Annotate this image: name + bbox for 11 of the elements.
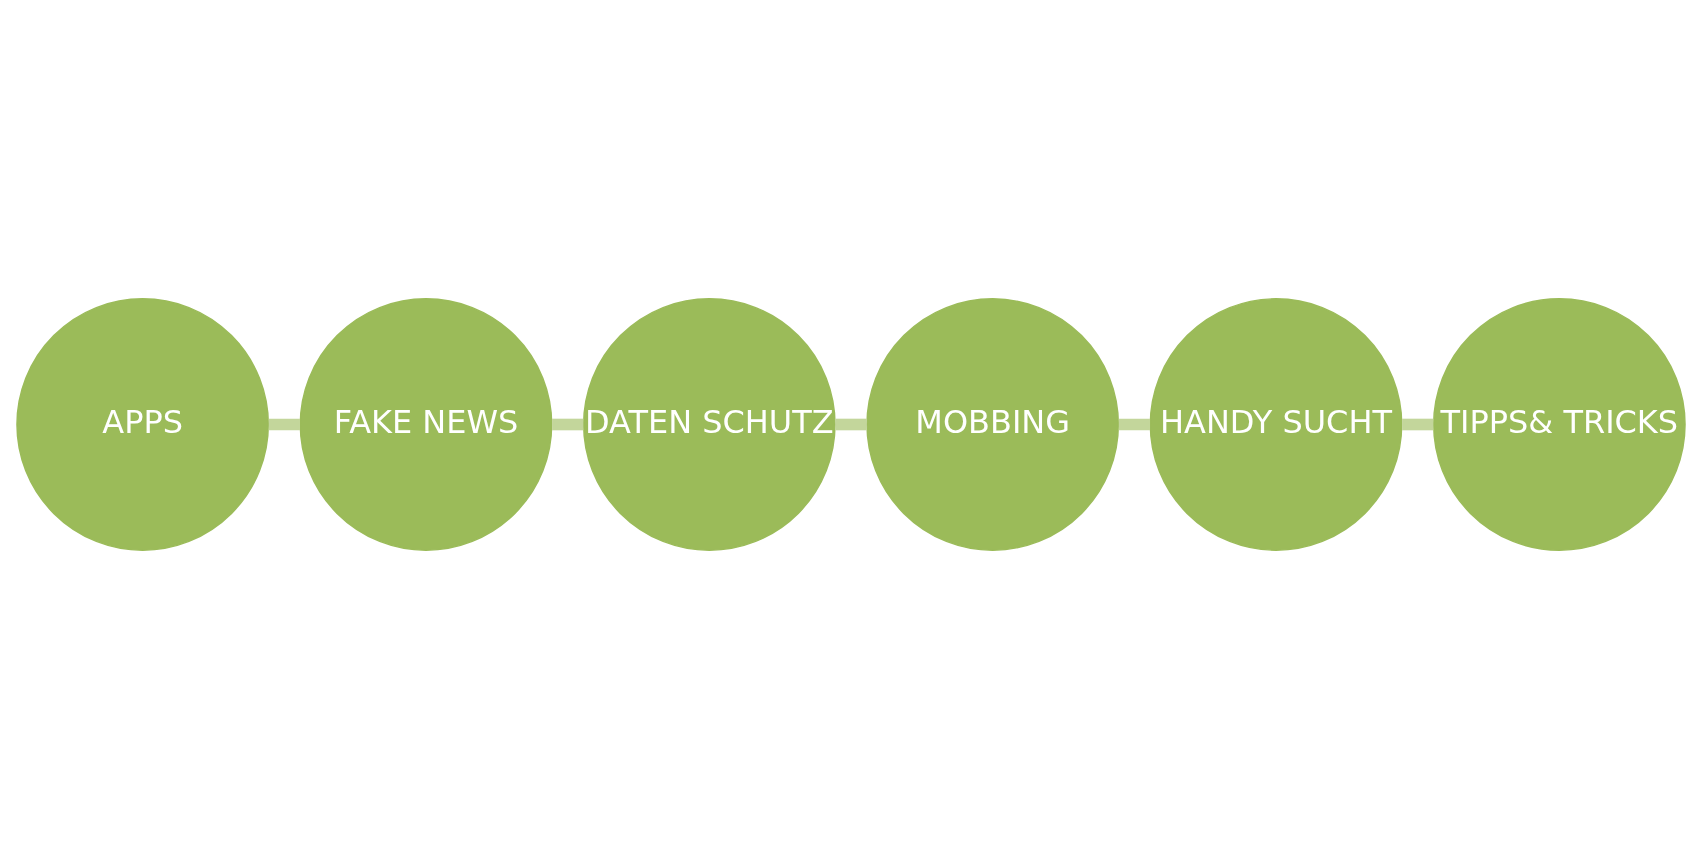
node-circle: TIPPS& TRICKS [1432, 298, 1686, 551]
connector [552, 418, 584, 431]
node-circle: DATEN SCHUTZ [582, 298, 836, 551]
connector [1118, 418, 1151, 431]
node-circle: HANDY SUCHT [1149, 298, 1403, 551]
node-circle: FAKE NEWS [299, 298, 553, 551]
connector [835, 418, 867, 431]
node-circle: MOBBING [866, 298, 1120, 551]
connector [1402, 418, 1434, 431]
node-circle: APPS [16, 298, 270, 551]
connector [268, 418, 300, 431]
